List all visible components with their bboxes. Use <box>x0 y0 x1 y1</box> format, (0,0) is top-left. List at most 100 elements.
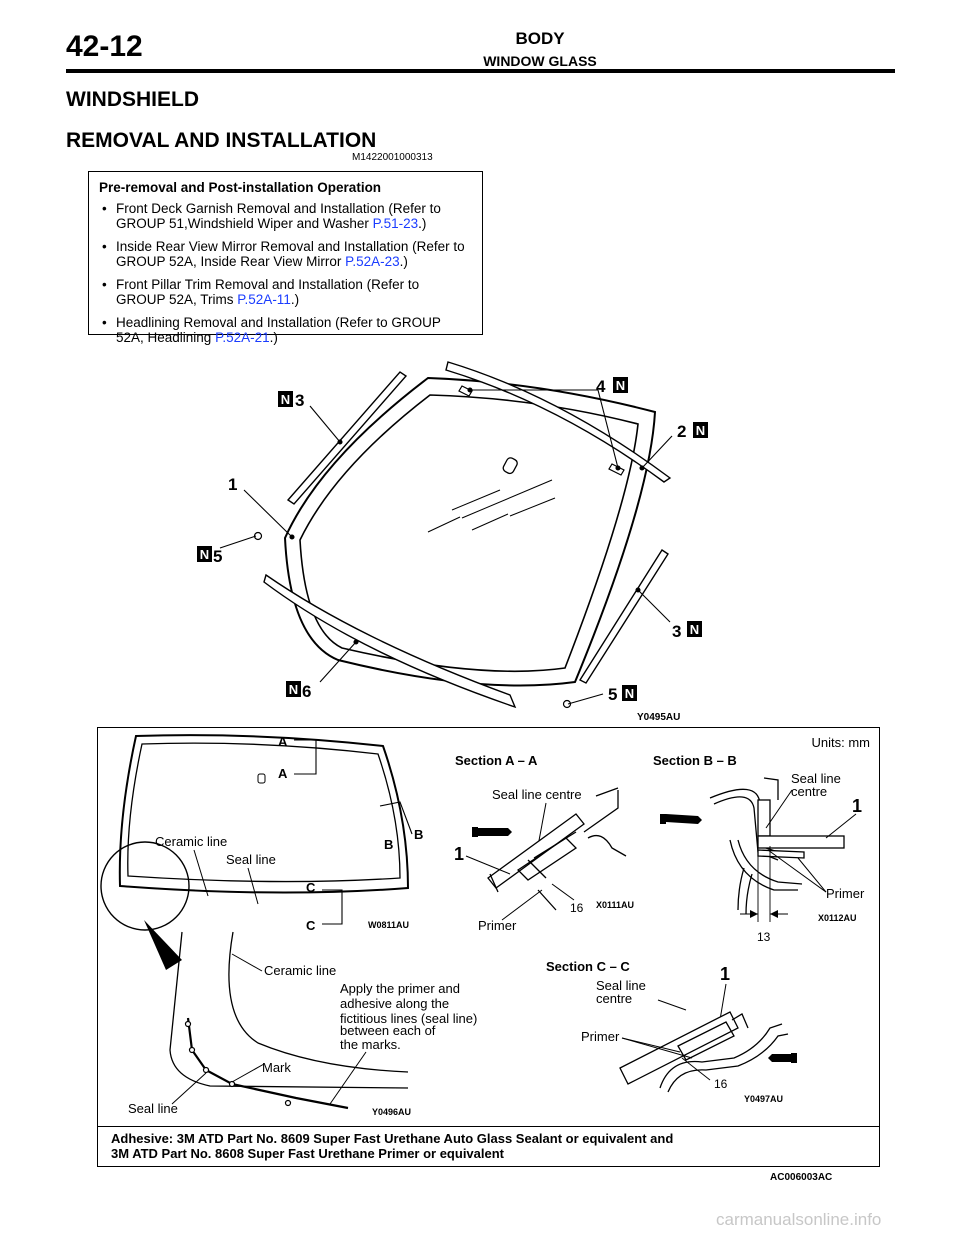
svg-text:N: N <box>289 682 298 697</box>
section-c-centre-label: centre <box>596 991 632 1006</box>
apply-text-line: between each of <box>340 1023 436 1038</box>
seal-line-label-top: Seal line <box>226 852 276 867</box>
n-badge-5b: N <box>622 685 637 701</box>
fastener-right <box>562 699 572 709</box>
figure-code-y0496: Y0496AU <box>372 1107 411 1117</box>
section-c-callout: 1 <box>720 964 730 984</box>
watermark: carmanualsonline.info <box>716 1210 882 1229</box>
callout-4: 4 <box>596 377 606 396</box>
list-item: Inside Rear View Mirror Removal and Inst… <box>99 239 472 269</box>
section-c-drawing <box>619 1011 789 1093</box>
callout-6: 6 <box>302 682 311 701</box>
n-badge-5a: N <box>197 546 212 562</box>
item-text: Headlining Removal and Installation (Ref… <box>116 315 441 345</box>
list-item: Front Pillar Trim Removal and Installati… <box>99 277 472 307</box>
apply-text-line: adhesive along the <box>340 996 449 1011</box>
units-label: Units: mm <box>812 735 871 750</box>
callout-5-left: 5 <box>213 547 222 566</box>
nozzle-icon-a <box>472 827 512 837</box>
section-title: WINDOW GLASS <box>483 53 597 69</box>
section-b-primer-label: Primer <box>826 886 865 901</box>
pre-operation-box: Pre-removal and Post-installation Operat… <box>88 171 483 345</box>
pre-operation-title: Pre-removal and Post-installation Operat… <box>99 180 382 195</box>
section-a-title: Section A – A <box>455 753 538 768</box>
adhesive-note-line: 3M ATD Part No. 8608 Super Fast Urethane… <box>111 1146 505 1161</box>
svg-text:N: N <box>200 547 209 562</box>
section-b-centre-label: centre <box>791 784 827 799</box>
pre-operation-list: Front Deck Garnish Removal and Installat… <box>99 201 472 345</box>
marker-c-bottom: C <box>306 918 316 933</box>
document-code: M1422001000313 <box>352 152 433 163</box>
n-badge-6: N <box>286 681 301 697</box>
item-tail: .) <box>399 254 408 269</box>
figure-code-y0497: Y0497AU <box>744 1094 783 1104</box>
item-tail: .) <box>418 216 427 231</box>
roof-molding <box>445 361 672 483</box>
mirror-bracket-shape <box>502 457 518 475</box>
svg-text:N: N <box>690 622 699 637</box>
section-c-dim-16: 16 <box>714 1077 728 1091</box>
page-subtitle: REMOVAL AND INSTALLATION <box>66 129 377 152</box>
section-b-seal-label: Seal line <box>791 771 841 786</box>
apply-text-line: Apply the primer and <box>340 981 460 996</box>
ceramic-line-label-detail: Ceramic line <box>264 963 336 978</box>
section-b-title: Section B – B <box>653 753 737 768</box>
svg-text:N: N <box>616 378 625 393</box>
n-badge-3b: N <box>687 621 702 637</box>
section-b-drawing <box>709 777 845 915</box>
section-b-callout: 1 <box>852 796 862 816</box>
figure-code-x0111: X0111AU <box>596 900 634 910</box>
chapter-title: BODY <box>515 29 565 48</box>
detail-arrow-icon <box>144 920 182 970</box>
list-item: Headlining Removal and Installation (Ref… <box>99 315 472 345</box>
windshield-glass <box>283 376 657 687</box>
figure-code-x0112: X0112AU <box>818 913 857 923</box>
figure-code: AC006003AC <box>770 1172 833 1183</box>
list-item: Front Deck Garnish Removal and Installat… <box>99 201 472 231</box>
detail-ceramic-curve <box>228 931 409 1073</box>
seal-line-label-detail: Seal line <box>128 1101 178 1116</box>
marker-b-left: B <box>384 837 393 852</box>
adhesive-note: Adhesive: 3M ATD Part No. 8609 Super Fas… <box>98 1126 879 1165</box>
adhesive-note-line: Adhesive: 3M ATD Part No. 8609 Super Fas… <box>111 1131 674 1146</box>
page-reference-link[interactable]: P.52A-23 <box>345 254 400 269</box>
section-a-drawing <box>487 787 627 911</box>
callout-3-right: 3 <box>672 622 681 641</box>
nozzle-icon-c <box>768 1053 797 1063</box>
apply-text-line: the marks. <box>340 1037 401 1052</box>
mark-label: Mark <box>262 1060 291 1075</box>
n-badge-2: N <box>693 422 708 438</box>
detail-seal-line <box>186 1017 349 1110</box>
item-text: Front Deck Garnish Removal and Installat… <box>116 201 441 231</box>
apply-text-line: fictitious lines (seal line) <box>340 1011 477 1026</box>
windshield-ceramic-line <box>299 394 639 673</box>
section-a-seal-centre-label: Seal line centre <box>492 787 582 802</box>
section-detail-box: Units: mm A A B B C C Ceramic line Seal … <box>97 727 880 1167</box>
n-badge-4: N <box>613 377 628 393</box>
ceramic-line-label-top: Ceramic line <box>155 834 227 849</box>
side-molding-left <box>286 371 408 505</box>
section-a-primer-label: Primer <box>478 918 517 933</box>
item-text: Inside Rear View Mirror Removal and Inst… <box>116 239 465 269</box>
section-detail-figure: Units: mm A A B B C C Ceramic line Seal … <box>100 734 871 1117</box>
marker-b-right: B <box>414 827 423 842</box>
page-reference-link[interactable]: P.52A-21 <box>215 330 270 345</box>
callout-1: 1 <box>228 475 237 494</box>
callout-3-left: 3 <box>295 391 304 410</box>
marker-a-bottom: A <box>278 766 288 781</box>
item-text: Front Pillar Trim Removal and Installati… <box>116 277 420 307</box>
lower-molding <box>263 573 517 709</box>
section-a-callout: 1 <box>454 844 464 864</box>
marker-a-top: A <box>278 734 288 749</box>
detail-glass-edge <box>169 931 409 1089</box>
callout-2: 2 <box>677 422 686 441</box>
item-tail: .) <box>290 292 300 307</box>
overview-mirror-shape <box>257 773 266 784</box>
svg-text:N: N <box>696 423 705 438</box>
section-c-seal-label: Seal line <box>596 978 646 993</box>
callout-5-right: 5 <box>608 685 617 704</box>
page-reference-link[interactable]: P.51-23 <box>372 216 419 231</box>
svg-text:N: N <box>281 392 290 407</box>
page-reference-link[interactable]: P.52A-11 <box>237 292 291 307</box>
glass-reflection <box>427 479 556 533</box>
